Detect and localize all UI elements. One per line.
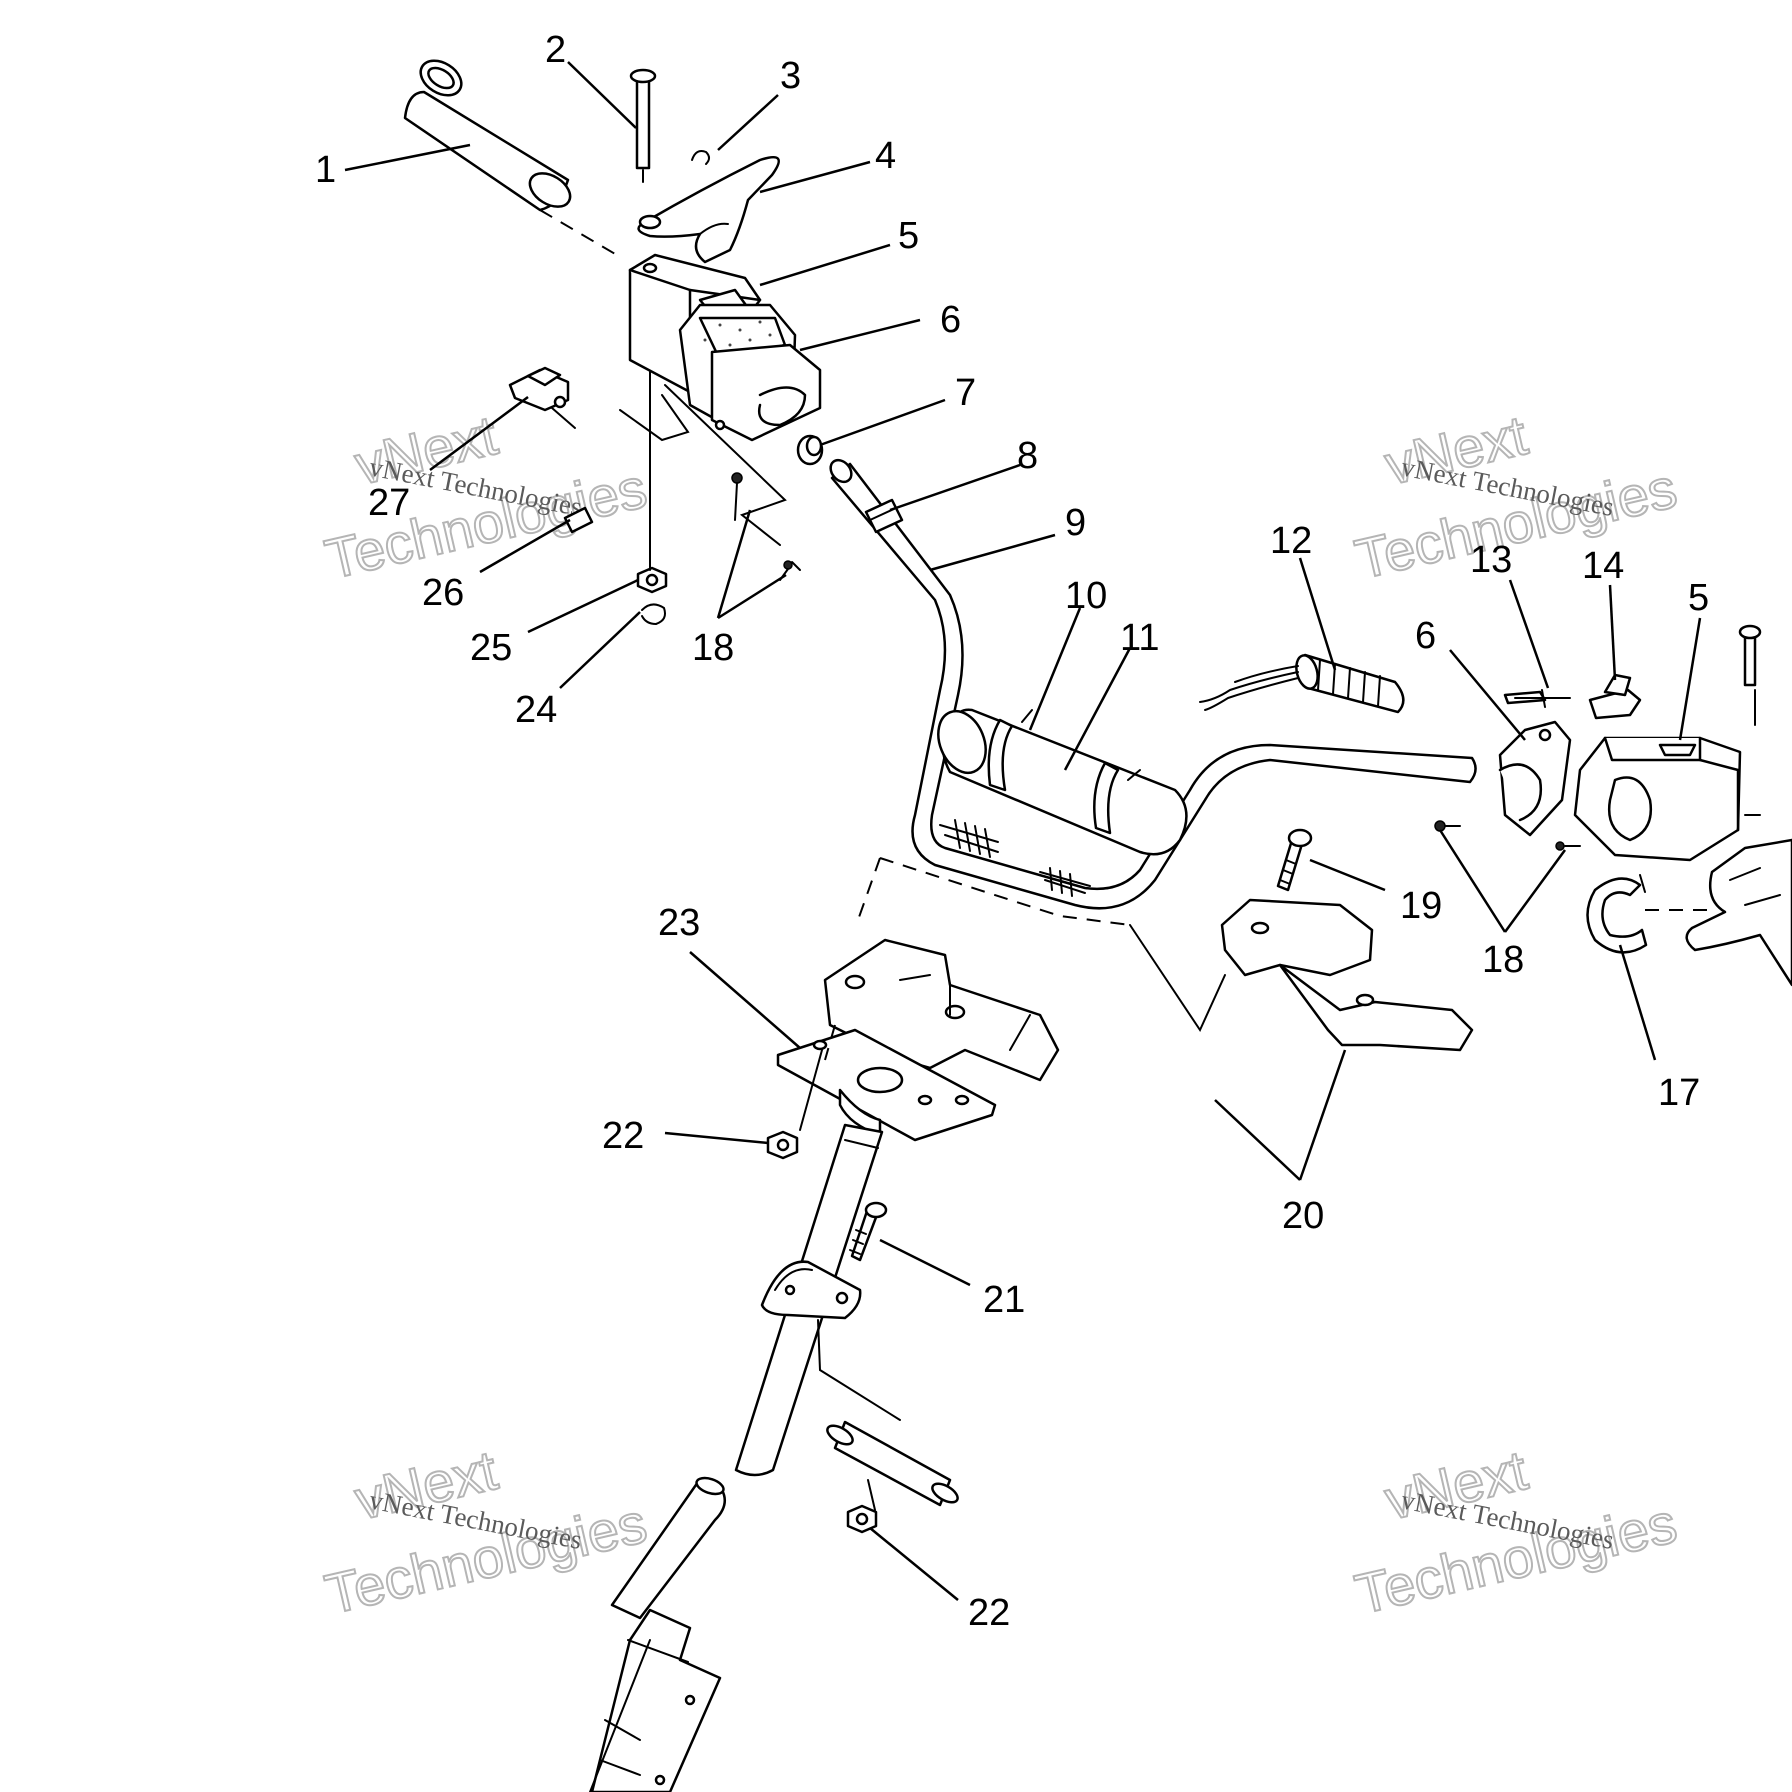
throttle-lever-part bbox=[637, 155, 780, 264]
bolt-part bbox=[1276, 828, 1313, 892]
callout-6: 6 bbox=[940, 299, 961, 341]
hand-grip-part bbox=[403, 59, 572, 212]
callout-13: 13 bbox=[1470, 539, 1512, 581]
callout-22-lower: 22 bbox=[968, 1592, 1010, 1634]
handlebar-part bbox=[829, 458, 1477, 910]
callout-1: 1 bbox=[315, 149, 336, 191]
callout-8: 8 bbox=[1017, 435, 1038, 477]
callout-3: 3 bbox=[780, 55, 801, 97]
callout-12: 12 bbox=[1270, 520, 1312, 562]
callout-5: 5 bbox=[898, 215, 919, 257]
callout-numbers: 1 2 3 4 5 6 7 8 9 10 11 12 13 14 5 6 17 … bbox=[315, 29, 1709, 1634]
callout-2: 2 bbox=[545, 29, 566, 71]
brake-housing-part bbox=[1573, 736, 1742, 862]
callout-22-upper: 22 bbox=[602, 1115, 644, 1157]
callout-11: 11 bbox=[1120, 617, 1159, 659]
column-collar-part bbox=[760, 1260, 862, 1320]
callout-17: 17 bbox=[1658, 1072, 1700, 1114]
crossbar-pad-part bbox=[937, 708, 1188, 856]
pad-strap-part bbox=[987, 709, 1141, 835]
callout-18-right: 18 bbox=[1482, 939, 1524, 981]
callout-9: 9 bbox=[1065, 502, 1086, 544]
screw-part bbox=[849, 1201, 888, 1262]
callout-14: 14 bbox=[1582, 545, 1624, 587]
housing-screw-part bbox=[731, 472, 801, 581]
flange-nut-lower-part bbox=[846, 1504, 878, 1534]
riser-clamp-part bbox=[1220, 898, 1474, 1052]
switch-button-part bbox=[1588, 673, 1642, 720]
callout-19: 19 bbox=[1400, 885, 1442, 927]
callout-27: 27 bbox=[368, 482, 410, 524]
brake-pin-part bbox=[1738, 624, 1762, 687]
cover-screw-part bbox=[1434, 820, 1581, 851]
leader-lines bbox=[344, 61, 1702, 1601]
flange-nut-upper-part bbox=[766, 1130, 799, 1160]
callout-21: 21 bbox=[983, 1279, 1025, 1321]
e-clip-part bbox=[691, 150, 710, 165]
callout-10: 10 bbox=[1065, 575, 1107, 617]
wire-pin-part bbox=[1503, 689, 1571, 708]
throttle-cover-part bbox=[678, 303, 822, 442]
brake-cover-part bbox=[1498, 720, 1572, 837]
lower-steering-shaft-part bbox=[589, 1476, 727, 1792]
callout-23: 23 bbox=[658, 902, 700, 944]
steering-post-plate-part bbox=[776, 1028, 997, 1142]
callout-24: 24 bbox=[515, 689, 557, 731]
heater-grip-part bbox=[1199, 653, 1405, 714]
small-fitting-part bbox=[563, 506, 594, 534]
brake-lever-part bbox=[1685, 838, 1792, 987]
retaining-ring-part bbox=[641, 603, 666, 626]
callout-4: 4 bbox=[875, 135, 896, 177]
bushing-part bbox=[796, 434, 824, 466]
bracket-part bbox=[508, 366, 576, 429]
assembly-lines bbox=[539, 209, 1761, 1511]
callout-5-right: 5 bbox=[1688, 577, 1709, 619]
spacer-sleeve-part bbox=[826, 1420, 959, 1507]
callout-7: 7 bbox=[955, 372, 976, 414]
pivot-pin-part bbox=[629, 68, 657, 183]
callout-6-right: 6 bbox=[1415, 615, 1436, 657]
washer-nut-part bbox=[636, 566, 668, 594]
callout-25: 25 bbox=[470, 627, 512, 669]
callout-26: 26 bbox=[422, 572, 464, 614]
clip-part bbox=[1586, 877, 1648, 954]
callout-18-left: 18 bbox=[692, 627, 734, 669]
callout-20: 20 bbox=[1282, 1195, 1324, 1237]
